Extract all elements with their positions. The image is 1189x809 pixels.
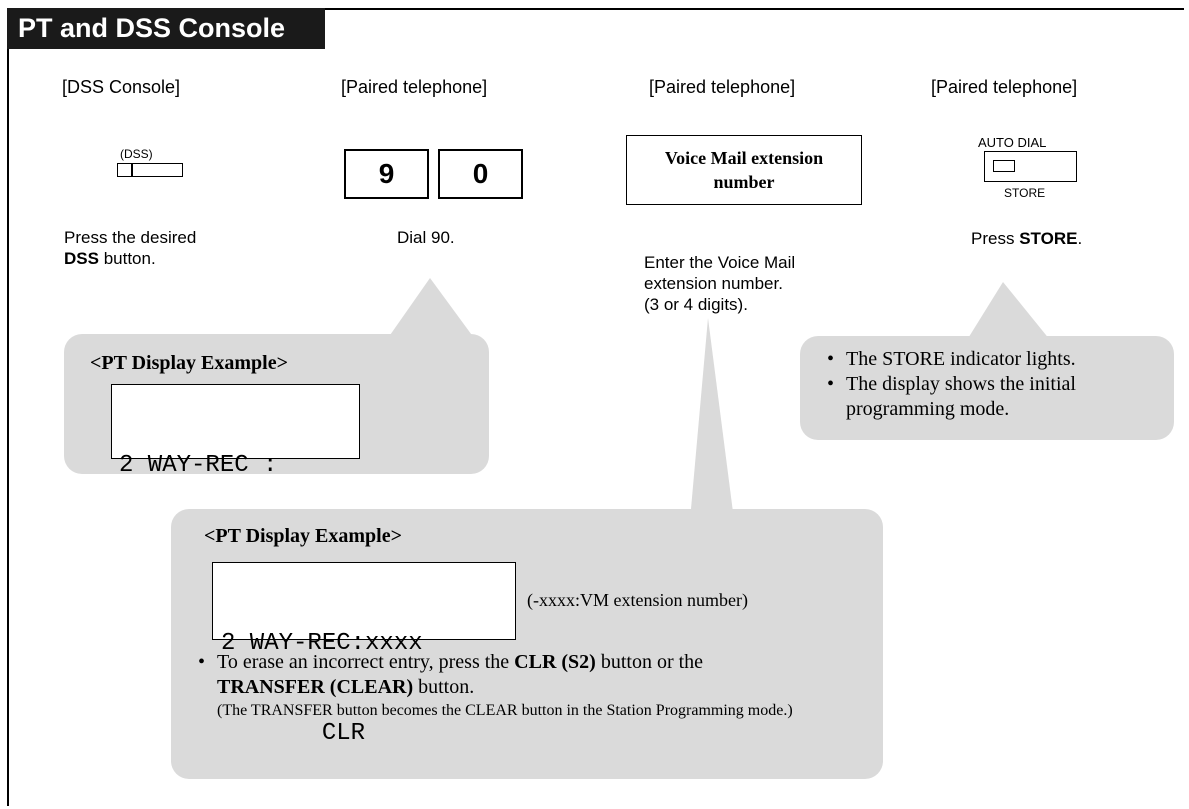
section-frame — [7, 8, 1184, 806]
step3-desc-line1: Enter the Voice Mail — [644, 253, 796, 272]
auto-dial-label: AUTO DIAL — [978, 135, 1047, 150]
step1-desc-suffix: button. — [103, 249, 156, 268]
lcd-display-1: 2 WAY-REC : CLR — [111, 384, 360, 569]
erase-mid: button or the — [600, 651, 704, 673]
store-label: STORE — [1004, 186, 1046, 200]
store-note-item: The display shows the initial programmin… — [827, 372, 1172, 422]
store-notes: The STORE indicator lights. The display … — [800, 336, 1174, 440]
step4-header: [Paired telephone] — [931, 77, 1078, 97]
vm-extension-note: (-xxxx:VM extension number) — [527, 590, 748, 610]
store-indicator-lamp — [993, 160, 1015, 172]
voice-mail-extension-box: Voice Mail extension number — [626, 135, 862, 205]
step1-desc-bold: DSS — [64, 249, 99, 268]
voice-mail-extension-label: Voice Mail extension number — [664, 148, 824, 192]
step4-desc-prefix: Press — [971, 229, 1015, 248]
erase-instruction-item: To erase an incorrect entry, press the C… — [198, 650, 848, 700]
step1-description: Press the desired DSS button. — [64, 227, 196, 269]
transfer-note: (The TRANSFER button becomes the CLEAR b… — [217, 702, 793, 719]
store-note-item: The STORE indicator lights. — [827, 347, 1172, 372]
key-0[interactable]: 0 — [438, 149, 523, 199]
step3-desc-line2: extension number. — [644, 274, 783, 293]
step3-description: Enter the Voice Mail extension number. (… — [644, 252, 795, 315]
step1-desc-prefix: Press the desired — [64, 228, 197, 247]
step4-description: Press STORE. — [971, 228, 1082, 249]
pointer-store — [967, 282, 1050, 340]
erase-prefix: To erase an incorrect entry, press the — [217, 651, 510, 673]
section-title: PT and DSS Console — [7, 8, 325, 49]
step2-description: Dial 90. — [397, 228, 455, 247]
erase-suffix: button. — [418, 676, 475, 698]
step2-header: [Paired telephone] — [341, 77, 488, 97]
erase-instruction: To erase an incorrect entry, press the C… — [198, 650, 848, 722]
display-example-1-title: <PT Display Example> — [90, 352, 289, 374]
key-9[interactable]: 9 — [344, 149, 429, 199]
step1-header: [DSS Console] — [62, 77, 181, 97]
display-example-2: <PT Display Example> 2 WAY-REC:xxxx CLR … — [171, 509, 883, 779]
store-button[interactable] — [984, 151, 1077, 182]
transfer-clear-label: TRANSFER (CLEAR) — [217, 676, 414, 698]
lcd2-line2: CLR — [221, 720, 366, 747]
step4-desc-suffix: . — [1077, 229, 1083, 248]
step3-header: [Paired telephone] — [649, 77, 796, 97]
lcd-display-2: 2 WAY-REC:xxxx CLR — [212, 562, 516, 747]
clr-s2-label: CLR (S2) — [514, 651, 596, 673]
dss-button-label: (DSS) — [120, 147, 153, 161]
display-example-2-title: <PT Display Example> — [204, 525, 403, 547]
dss-button[interactable] — [117, 163, 183, 177]
lcd1-line1: 2 WAY-REC : — [119, 452, 278, 479]
step3-desc-line3: (3 or 4 digits). — [644, 295, 748, 314]
pointer-dial — [388, 278, 474, 338]
step4-desc-bold: STORE — [1019, 229, 1078, 248]
dss-button-divider — [131, 163, 133, 177]
display-example-1: <PT Display Example> 2 WAY-REC : CLR — [64, 334, 489, 569]
pointer-extension — [690, 318, 734, 520]
